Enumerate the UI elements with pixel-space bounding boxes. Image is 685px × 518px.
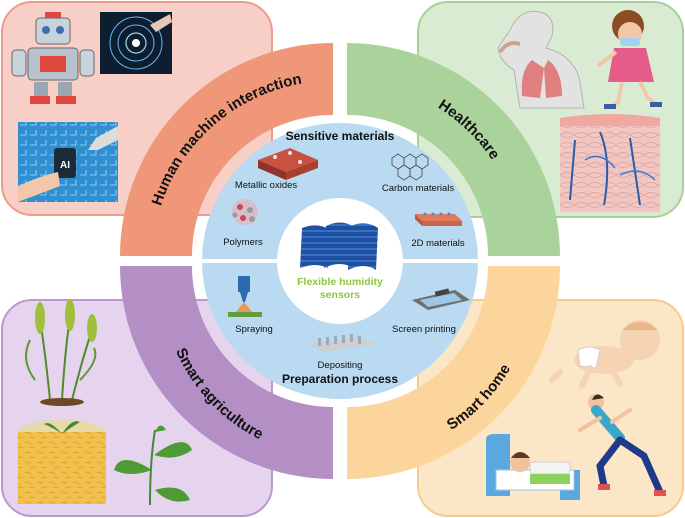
spraying-label: Spraying — [235, 324, 273, 335]
sensitive-materials-heading: Sensitive materials — [286, 129, 395, 143]
sleeping-child-bed-illustration — [486, 434, 580, 500]
crawling-baby-illustration — [549, 320, 660, 389]
2d-materials-icon — [415, 212, 462, 226]
ring-human-machine — [120, 43, 333, 256]
depositing-label: Depositing — [318, 360, 363, 371]
ring-agriculture — [120, 266, 333, 479]
crop-leaves-illustration — [114, 425, 192, 506]
screen-printing-label: Screen printing — [392, 324, 456, 335]
ring-healthcare — [347, 43, 560, 256]
screen-printing-icon — [412, 288, 470, 310]
soil-seedling-illustration — [18, 420, 106, 504]
polymers-icon — [232, 199, 258, 225]
2d-materials-label: 2D materials — [411, 238, 465, 249]
metallic-oxides-icon — [258, 148, 318, 180]
ai-chip-illustration: AI — [18, 122, 118, 202]
wheat-illustration — [25, 299, 97, 406]
robot-illustration — [11, 12, 95, 104]
masked-girl-illustration — [596, 10, 662, 109]
center-title-line2: sensors — [320, 289, 360, 301]
svg-text:AI: AI — [60, 160, 70, 171]
skin-cross-section-illustration — [560, 114, 660, 212]
center-title-line1: Flexible humidity — [297, 276, 383, 288]
carbon-materials-label: Carbon materials — [382, 183, 455, 194]
carbon-materials-icon — [391, 153, 429, 181]
running-man-illustration — [578, 394, 666, 496]
flexible-sensor-illustration — [300, 222, 378, 270]
touch-interface-illustration — [100, 12, 172, 74]
preparation-process-heading: Preparation process — [282, 372, 398, 386]
metallic-oxides-label: Metallic oxides — [235, 180, 298, 191]
depositing-icon — [308, 334, 376, 352]
ring-smart-home — [347, 266, 560, 479]
polymers-label: Polymers — [223, 237, 263, 248]
lungs-illustration — [497, 10, 585, 109]
spraying-icon — [228, 276, 262, 317]
